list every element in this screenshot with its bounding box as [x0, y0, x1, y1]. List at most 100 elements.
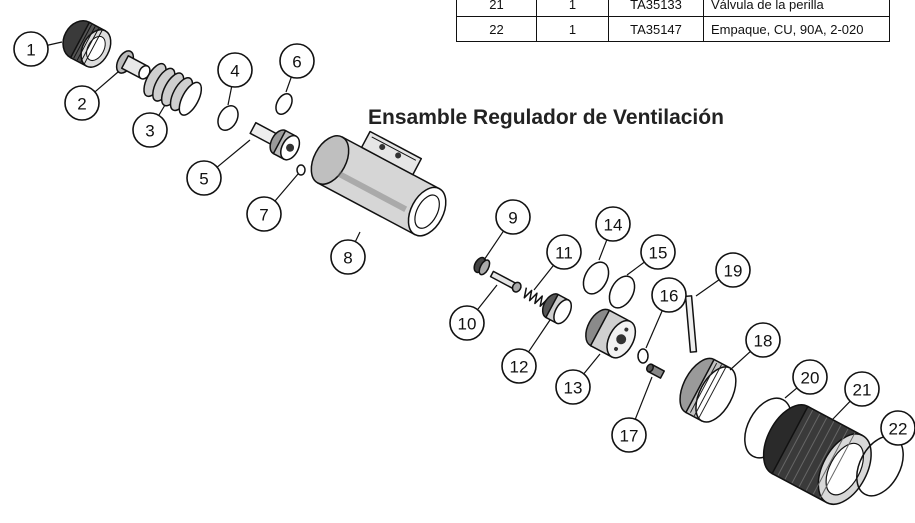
- callout-9-leader-line: [483, 230, 504, 261]
- part-19-rod: [684, 295, 698, 353]
- callout-18-label: 18: [754, 332, 773, 351]
- part-3-spring: [143, 62, 203, 116]
- callout-21-leader-line: [831, 400, 851, 421]
- part-7-small-o-ring: [296, 164, 306, 176]
- callout-4-circle: [217, 52, 253, 88]
- part-2-bushing: [115, 50, 151, 80]
- callout-12-label: 12: [510, 358, 529, 377]
- callout-1-leader-line: [47, 41, 63, 46]
- callout-6-leader-line: [285, 76, 292, 93]
- callout-21-circle: [844, 371, 880, 407]
- callout-8-circle: [330, 239, 366, 275]
- part-10-pin-valve: [489, 270, 522, 293]
- callout-12: 12: [501, 348, 537, 384]
- part-9-nut: [473, 256, 491, 276]
- callout-6-label: 6: [292, 53, 301, 72]
- callout-9-circle: [495, 199, 531, 235]
- callout-2: 2: [64, 85, 100, 121]
- callout-22-circle: [880, 410, 915, 446]
- callout-18: 18: [745, 322, 781, 358]
- part-1-knurled-cap: [62, 20, 112, 68]
- callout-4: 4: [217, 52, 253, 88]
- callout-2-label: 2: [77, 95, 86, 114]
- callout-14-leader-line: [598, 239, 608, 261]
- callout-2-circle: [64, 85, 100, 121]
- callout-13-leader-line: [583, 353, 601, 375]
- part-12-retainer: [541, 293, 573, 325]
- callout-7-circle: [246, 196, 282, 232]
- callout-8: 8: [330, 239, 366, 275]
- callout-4-leader-line: [227, 86, 233, 106]
- parts-table-cell-part-number: TA35147: [608, 16, 704, 42]
- callout-8-leader-line: [354, 231, 361, 242]
- part-21-knurled-knob: [762, 404, 872, 505]
- callout-17-label: 17: [620, 427, 639, 446]
- callout-21: 21: [844, 371, 880, 407]
- callout-8-label: 8: [343, 249, 352, 268]
- callout-18-circle: [745, 322, 781, 358]
- callout-1-circle: [13, 31, 49, 67]
- callout-15-label: 15: [649, 244, 668, 263]
- part-5-plunger: [249, 121, 301, 161]
- callout-5-label: 5: [199, 170, 208, 189]
- callout-16: 16: [651, 277, 687, 313]
- part-6-o-ring: [275, 92, 293, 116]
- callout-1-label: 1: [26, 41, 35, 60]
- callout-20-leader-line: [784, 387, 798, 399]
- callout-6-circle: [279, 43, 315, 79]
- callout-19-label: 19: [724, 262, 743, 281]
- callout-18-leader-line: [729, 350, 751, 371]
- callout-17-leader-line: [634, 376, 653, 420]
- callout-19-circle: [715, 252, 751, 288]
- callout-16-circle: [651, 277, 687, 313]
- parts-table-cell-qty: 1: [536, 16, 609, 42]
- callout-5-circle: [186, 160, 222, 196]
- callout-17: 17: [611, 417, 647, 453]
- callout-17-circle: [611, 417, 647, 453]
- callout-19: 19: [715, 252, 751, 288]
- callout-16-leader-line: [645, 310, 663, 349]
- callout-14-label: 14: [604, 216, 623, 235]
- callout-1: 1: [13, 31, 49, 67]
- callout-13-label: 13: [564, 379, 583, 398]
- callout-22: 22: [880, 410, 915, 446]
- part-4-washer: [217, 105, 239, 131]
- part-14-o-ring: [582, 261, 610, 295]
- callout-14: 14: [595, 206, 631, 242]
- callout-4-label: 4: [230, 62, 239, 81]
- callout-5: 5: [186, 160, 222, 196]
- callout-22-label: 22: [889, 420, 908, 439]
- callout-5-leader-line: [216, 139, 251, 168]
- callout-3-circle: [132, 112, 168, 148]
- parts-table-cell-description: Empaque, CU, 90A, 2-020: [703, 16, 890, 42]
- callout-11-label: 11: [555, 244, 573, 263]
- callout-9: 9: [495, 199, 531, 235]
- callout-20-circle: [792, 359, 828, 395]
- callout-16-label: 16: [660, 287, 679, 306]
- callout-19-leader-line: [695, 279, 720, 297]
- callout-2-leader-line: [94, 71, 119, 93]
- part-17-pin: [646, 363, 665, 379]
- callout-7: 7: [246, 196, 282, 232]
- callout-3: 3: [132, 112, 168, 148]
- callout-6: 6: [279, 43, 315, 79]
- diagram-title: Ensamble Regulador de Ventilación: [368, 106, 724, 129]
- part-15-o-ring: [608, 275, 636, 309]
- callout-14-circle: [595, 206, 631, 242]
- callout-11-leader-line: [533, 264, 554, 291]
- callout-12-leader-line: [528, 319, 551, 353]
- callout-20-label: 20: [801, 369, 820, 388]
- callout-11: 11: [546, 234, 582, 270]
- callout-15-leader-line: [626, 261, 645, 276]
- callout-15: 15: [640, 234, 676, 270]
- callout-9-label: 9: [508, 209, 517, 228]
- part-13-valve-seat: [585, 308, 637, 359]
- callout-21-label: 21: [853, 381, 872, 400]
- callout-11-circle: [546, 234, 582, 270]
- callout-3-label: 3: [145, 122, 154, 141]
